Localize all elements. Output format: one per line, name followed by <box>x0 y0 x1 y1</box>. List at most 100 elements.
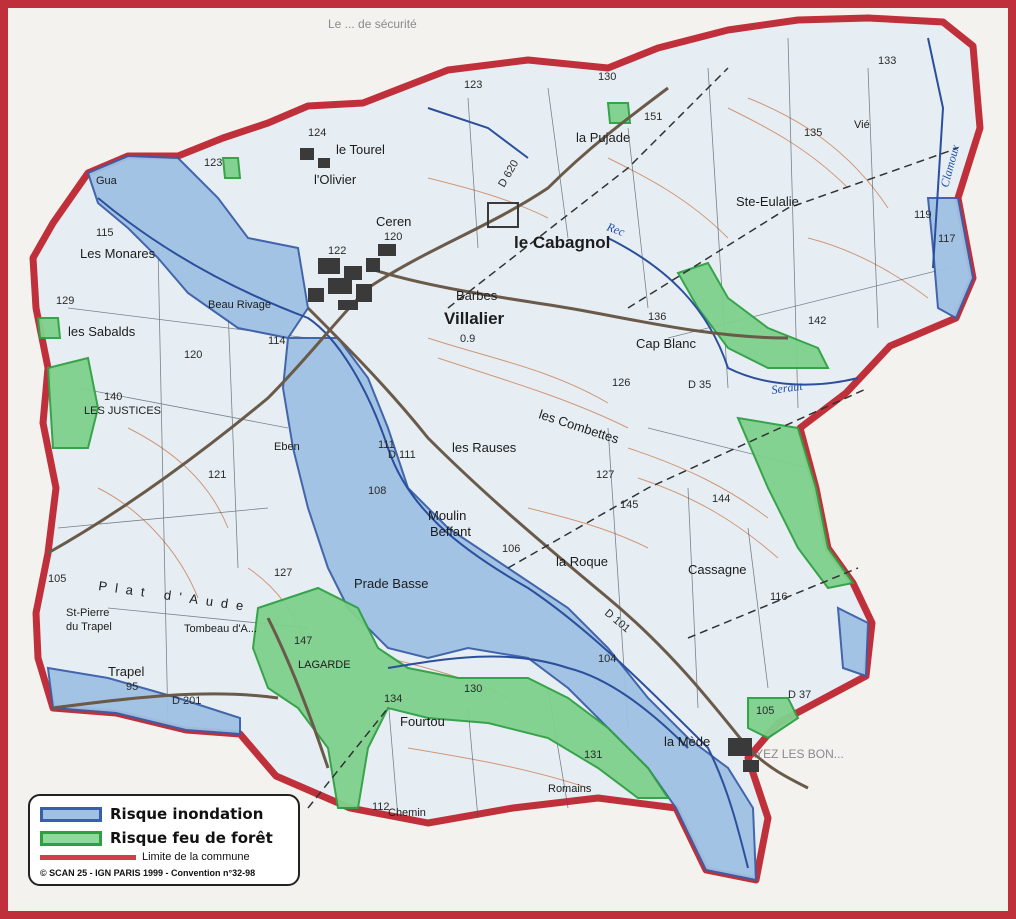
altitude-label: 147 <box>294 635 312 647</box>
altitude-label: 131 <box>584 749 602 761</box>
place-romains: Romains <box>548 783 592 795</box>
flood-zone-southeast <box>836 606 870 678</box>
altitude-label: 127 <box>596 469 614 481</box>
flood-zone-east <box>926 197 975 320</box>
road-d35: D 35 <box>688 379 711 391</box>
altitude-label: 133 <box>878 55 896 67</box>
altitude-label: 112 <box>372 801 390 813</box>
place-les-rauses: les Rauses <box>452 440 517 455</box>
place-ceren: Ceren <box>376 214 411 229</box>
place-vie: Vié <box>854 119 870 131</box>
place-la-pujade: la Pujade <box>576 130 630 145</box>
flood-zone-river <box>281 337 758 882</box>
altitude-label: 116 <box>770 591 788 603</box>
place-fourtou: Fourtou <box>400 714 445 729</box>
place-beffant: Beffant <box>430 524 471 539</box>
place-barbes: Barbes <box>456 288 498 303</box>
altitude-label: 119 <box>914 209 932 221</box>
tracks <box>307 67 959 809</box>
fire-zone-small-north <box>221 157 242 179</box>
risk-map: Le ... de sécurité AYEZ LES BON... <box>29 14 984 884</box>
place-les-monares: Les Monares <box>80 246 156 261</box>
flood-zones <box>46 154 975 882</box>
altitude-label: 120 <box>184 349 202 361</box>
rivers <box>97 37 945 869</box>
altitude-label: 111 <box>378 439 395 451</box>
place-gua: Gua <box>96 175 118 187</box>
place-les-sabalds: les Sabalds <box>68 324 136 339</box>
altitude-label: 122 <box>328 245 346 257</box>
fire-zone-lagarde <box>251 586 670 809</box>
place-prade-basse: Prade Basse <box>354 576 428 591</box>
altitude-label: 130 <box>464 683 482 695</box>
legend-flood-label: Risque inondation <box>110 805 264 823</box>
fire-zones <box>36 102 855 809</box>
spot-heights: 123 130 151 133 135 119 124 123 120 115 … <box>48 55 956 813</box>
place-st-pierre: St-Pierre <box>66 607 109 619</box>
place-chemin: Chemin <box>388 807 426 819</box>
place-le-cabagnol: le Cabagnol <box>514 233 610 252</box>
legend-flood-row: Risque inondation <box>40 802 288 826</box>
place-trapel: Trapel <box>108 664 144 679</box>
fire-zone-pujade <box>606 102 632 124</box>
fire-zone-east-slope <box>736 416 855 590</box>
altitude-label: 114 <box>268 335 286 347</box>
altitude-label: 129 <box>56 295 74 307</box>
road-d201: D 201 <box>172 695 201 707</box>
river-seraut: Seraut <box>770 379 804 397</box>
river-rec: Rec <box>604 219 627 239</box>
altitude-label: 130 <box>598 71 616 83</box>
place-lagarde: LAGARDE <box>298 659 351 671</box>
legend-fire-row: Risque feu de forêt <box>40 826 288 850</box>
altitude-label: 105 <box>48 573 66 585</box>
altitude-label: 145 <box>620 499 638 511</box>
altitude-label: 95 <box>126 681 138 693</box>
bg-text-bottom: AYEZ LES BON... <box>748 747 844 761</box>
altitude-label: 136 <box>648 311 666 323</box>
map-credit: © SCAN 25 - IGN PARIS 1999 - Convention … <box>40 868 256 878</box>
altitude-label: 117 <box>938 233 956 245</box>
place-ste-eulalie: Ste-Eulalie <box>736 194 799 209</box>
flood-zone-northwest <box>86 154 310 340</box>
place-les-justices: LES JUSTICES <box>84 405 161 417</box>
place-le-tourel: le Tourel <box>336 142 385 157</box>
village-villalier <box>300 148 759 772</box>
road-d37: D 37 <box>788 689 811 701</box>
road-d111: D 111 <box>388 449 416 461</box>
place-eben: Eben <box>274 441 300 453</box>
legend-boundary-label: Limite de la commune <box>142 851 250 863</box>
contour-lines <box>97 97 929 789</box>
fire-zone-justices <box>46 356 100 449</box>
altitude-label: 115 <box>96 227 114 239</box>
fire-swatch <box>40 830 102 846</box>
place-moulin: Moulin <box>428 508 466 523</box>
place-tombeau: Tombeau d'A... <box>184 623 257 635</box>
legend-fire-label: Risque feu de forêt <box>110 829 273 847</box>
bg-text-top: Le ... de sécurité <box>328 17 417 31</box>
place-la-mede: la Mède <box>664 734 710 749</box>
altitude-label: 123 <box>464 79 482 91</box>
altitude-label: 108 <box>368 485 386 497</box>
altitude-label: 144 <box>712 493 730 505</box>
place-la-roque: la Roque <box>556 554 608 569</box>
place-villalier: Villalier <box>444 309 505 328</box>
altitude-label: 134 <box>384 693 402 705</box>
altitude-label: 121 <box>208 469 226 481</box>
altitude-label: 127 <box>274 567 292 579</box>
altitude-label: 0.9 <box>460 333 475 345</box>
altitude-label: 106 <box>502 543 520 555</box>
altitude-label: 135 <box>804 127 822 139</box>
altitude-label: 104 <box>598 653 616 665</box>
place-beau-rivage: Beau Rivage <box>208 299 271 311</box>
altitude-label: 124 <box>308 127 326 139</box>
altitude-label: 151 <box>644 111 662 123</box>
place-cassagne: Cassagne <box>688 562 747 577</box>
altitude-label: 142 <box>808 315 826 327</box>
fire-zone-small-west <box>36 317 62 339</box>
flood-swatch <box>40 806 102 822</box>
altitude-label: 120 <box>384 231 402 243</box>
flood-zone-southwest <box>46 666 241 736</box>
map-legend: Risque inondation Risque feu de forêt Li… <box>28 794 300 886</box>
boundary-swatch <box>40 854 136 860</box>
